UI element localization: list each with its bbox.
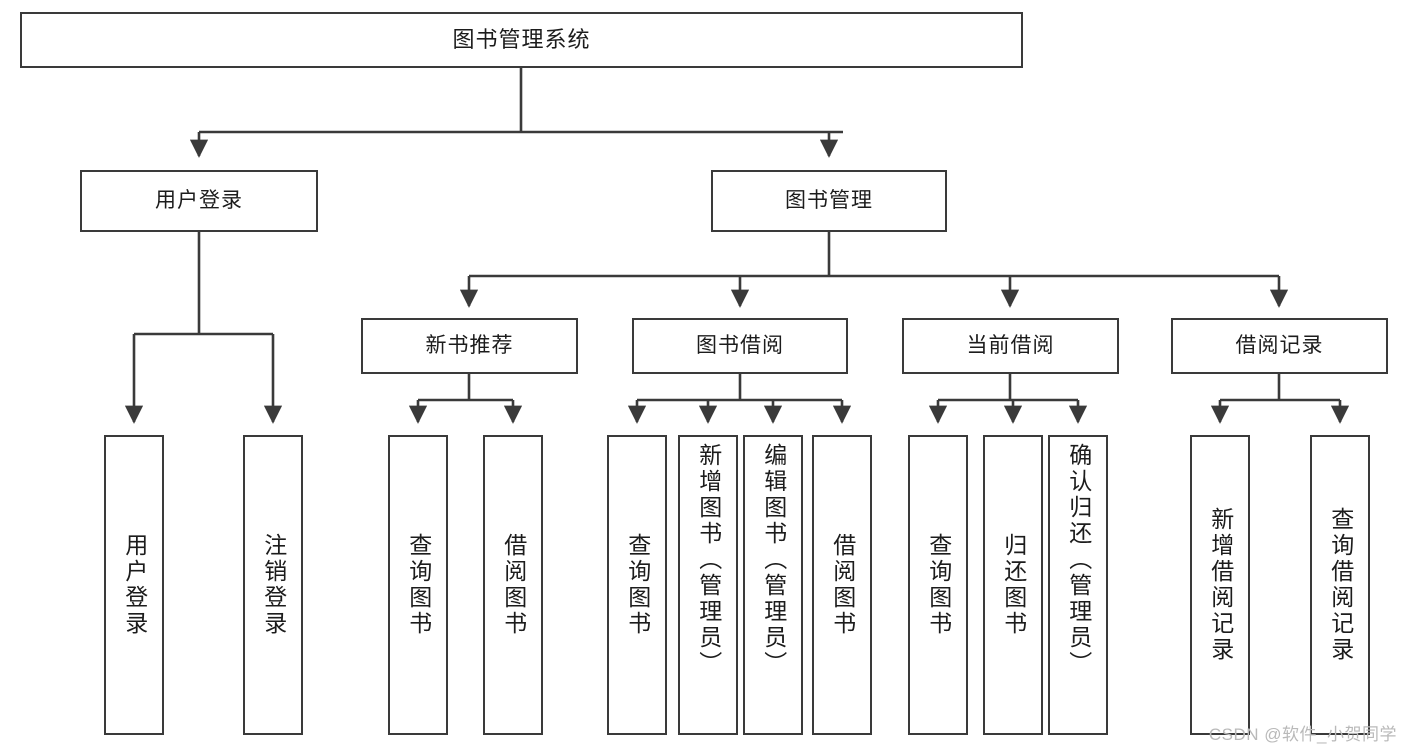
leaf-borrow-book-1-label: 借阅图书 — [500, 533, 527, 637]
node-book-manage-label: 图书管理 — [785, 188, 873, 212]
leaf-user-login-wrap: 用户登录 — [106, 437, 162, 733]
node-user-login-label: 用户登录 — [155, 188, 243, 212]
node-new-book-recommend-label: 新书推荐 — [425, 333, 514, 357]
node-new-book-recommend[interactable]: 新书推荐 — [361, 318, 578, 374]
leaf-query-book-2-wrap: 查询图书 — [609, 437, 665, 733]
node-borrow-record-label: 借阅记录 — [1235, 333, 1324, 357]
node-borrow-record[interactable]: 借阅记录 — [1171, 318, 1388, 374]
leaf-query-book-3-wrap: 查询图书 — [910, 437, 966, 733]
leaf-confirm-return-label: 确认归还（管理员） — [1065, 443, 1092, 677]
leaf-logout-login-wrap: 注销登录 — [245, 437, 301, 733]
leaf-query-record-label: 查询借阅记录 — [1327, 507, 1354, 663]
leaf-query-book-2-label: 查询图书 — [624, 533, 651, 637]
leaf-query-book-1-wrap: 查询图书 — [390, 437, 446, 733]
leaf-add-book[interactable]: 新增图书（管理员） — [678, 435, 738, 735]
leaf-return-book-wrap: 归还图书 — [985, 437, 1041, 733]
node-current-borrow-label: 当前借阅 — [966, 333, 1055, 357]
leaf-add-book-label: 新增图书（管理员） — [695, 443, 722, 677]
leaf-query-book-1[interactable]: 查询图书 — [388, 435, 448, 735]
leaf-user-login-label: 用户登录 — [121, 533, 148, 637]
leaf-query-book-3-label: 查询图书 — [925, 533, 952, 637]
node-root[interactable]: 图书管理系统 — [20, 12, 1023, 68]
leaf-add-record-wrap: 新增借阅记录 — [1192, 437, 1248, 733]
leaf-borrow-book-2-label: 借阅图书 — [829, 533, 856, 637]
leaf-query-record-wrap: 查询借阅记录 — [1312, 437, 1368, 733]
leaf-query-book-2[interactable]: 查询图书 — [607, 435, 667, 735]
leaf-query-book-3[interactable]: 查询图书 — [908, 435, 968, 735]
leaf-return-book[interactable]: 归还图书 — [983, 435, 1043, 735]
node-current-borrow[interactable]: 当前借阅 — [902, 318, 1119, 374]
leaf-logout-login-label: 注销登录 — [260, 533, 287, 637]
leaf-add-record-label: 新增借阅记录 — [1207, 507, 1234, 663]
leaf-edit-book-label: 编辑图书（管理员） — [760, 443, 787, 677]
leaf-borrow-book-2[interactable]: 借阅图书 — [812, 435, 872, 735]
watermark: CSDN @软件_小贺同学 — [1208, 725, 1397, 744]
leaf-borrow-book-1-wrap: 借阅图书 — [485, 437, 541, 733]
leaf-borrow-book-1[interactable]: 借阅图书 — [483, 435, 543, 735]
node-book-borrow[interactable]: 图书借阅 — [632, 318, 848, 374]
node-book-borrow-label: 图书借阅 — [696, 333, 784, 357]
leaf-confirm-return[interactable]: 确认归还（管理员） — [1048, 435, 1108, 735]
node-user-login[interactable]: 用户登录 — [80, 170, 318, 232]
node-book-manage[interactable]: 图书管理 — [711, 170, 947, 232]
node-root-label: 图书管理系统 — [452, 27, 591, 53]
leaf-add-record[interactable]: 新增借阅记录 — [1190, 435, 1250, 735]
leaf-user-login[interactable]: 用户登录 — [104, 435, 164, 735]
leaf-logout-login[interactable]: 注销登录 — [243, 435, 303, 735]
leaf-query-record[interactable]: 查询借阅记录 — [1310, 435, 1370, 735]
leaf-borrow-book-2-wrap: 借阅图书 — [814, 437, 870, 733]
leaf-return-book-label: 归还图书 — [1000, 533, 1027, 637]
leaf-edit-book[interactable]: 编辑图书（管理员） — [743, 435, 803, 735]
leaf-query-book-1-label: 查询图书 — [405, 533, 432, 637]
